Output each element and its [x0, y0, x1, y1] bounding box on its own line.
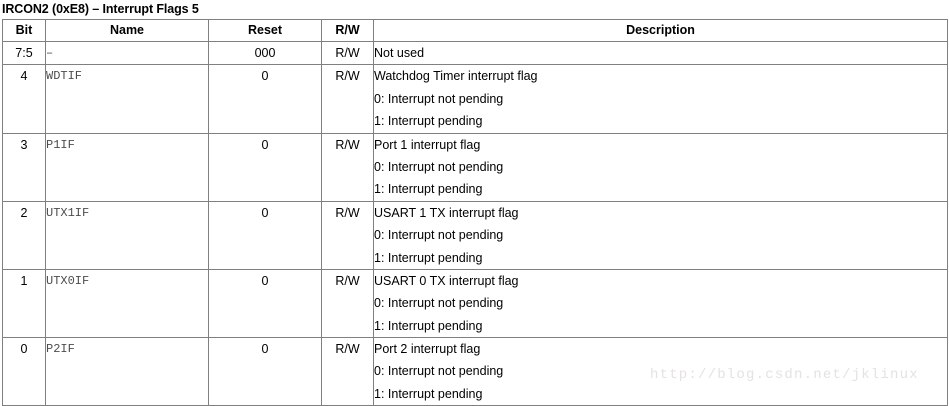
cell-bit: 0 [2, 337, 46, 406]
cell-description: Port 2 interrupt flag 0: Interrupt not pe… [373, 337, 948, 406]
cell-reset: 0 [208, 64, 322, 134]
cell-bit: 3 [2, 132, 46, 202]
cell-name: WDTIF [45, 64, 209, 134]
description-line: Port 2 interrupt flag [374, 342, 481, 357]
cell-rw: R/W [321, 268, 374, 339]
cell-description: USART 1 TX interrupt flag 0: Interrupt no… [373, 200, 948, 270]
cell-name: P2IF [45, 337, 209, 406]
description-line: Port 1 interrupt flag [374, 137, 481, 152]
cell-rw: R/W [321, 200, 374, 270]
column-header-rw: R/W [321, 19, 374, 42]
description-line: 0: Interrupt not pending [374, 159, 504, 174]
description-line: 1: Interrupt pending [374, 182, 483, 197]
cell-reset: 0 [208, 268, 322, 339]
column-header-bit: Bit [2, 19, 46, 42]
description-line: 1: Interrupt pending [374, 250, 483, 265]
cell-reset: 0 [208, 200, 322, 270]
cell-rw: R/W [321, 132, 374, 202]
description-line: USART 1 TX interrupt flag [374, 205, 519, 220]
cell-rw: R/W [321, 64, 374, 134]
description-line: 0: Interrupt not pending [374, 296, 504, 311]
table-header-row: Bit Name Reset R/W Description [2, 19, 948, 42]
cell-name: UTX0IF [45, 268, 209, 339]
description-line: Not used [374, 46, 425, 60]
cell-description: Port 1 interrupt flag 0: Interrupt not pe… [373, 132, 948, 202]
description-line: USART 0 TX interrupt flag [374, 273, 519, 288]
cell-bit: 2 [2, 200, 46, 270]
page-title: IRCON2 (0xE8) – Interrupt Flags 5 [2, 2, 199, 16]
description-line: 0: Interrupt not pending [374, 364, 504, 379]
cell-rw: R/W [321, 337, 374, 406]
description-line: 0: Interrupt not pending [374, 91, 504, 106]
description-line: Watchdog Timer interrupt flag [374, 69, 538, 84]
cell-name: – [45, 40, 209, 66]
cell-reset: 0 [208, 337, 322, 406]
column-header-reset: Reset [208, 19, 322, 42]
description-line: 1: Interrupt pending [374, 114, 483, 129]
cell-reset: 000 [208, 40, 322, 66]
description-line: 0: Interrupt not pending [374, 228, 504, 243]
description-line: 1: Interrupt pending [374, 386, 483, 401]
cell-name: P1IF [45, 132, 209, 202]
cell-bit: 1 [2, 268, 46, 339]
column-header-name: Name [45, 19, 209, 42]
table-header: Bit Name Reset R/W Description [2, 19, 948, 42]
cell-description: USART 0 TX interrupt flag 0: Interrupt no… [373, 268, 948, 339]
cell-description: Not used [373, 40, 948, 66]
column-header-description: Description [373, 19, 948, 42]
cell-reset: 0 [208, 132, 322, 202]
description-line: 1: Interrupt pending [374, 318, 483, 333]
cell-bit: 7:5 [2, 40, 46, 66]
cell-rw: R/W [321, 40, 374, 66]
cell-name: UTX1IF [45, 200, 209, 270]
cell-bit: 4 [2, 64, 46, 134]
cell-description: Watchdog Timer interrupt flag 0: Interrup… [373, 64, 948, 134]
